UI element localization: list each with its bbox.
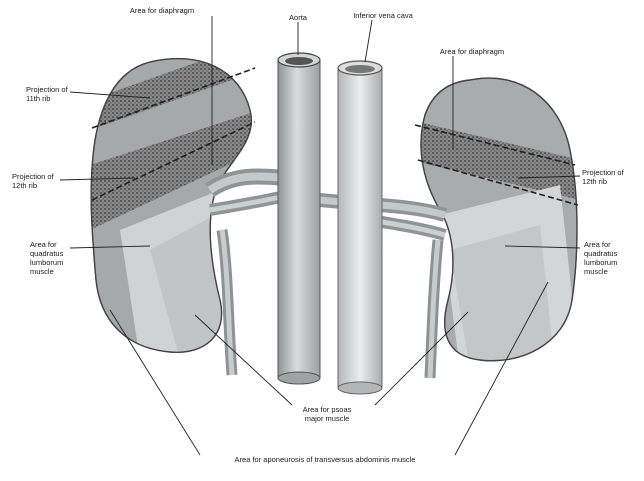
label-projection-12th-rib-right: Projection of 12th rib <box>582 168 624 186</box>
label-transversus-abdominis: Area for aponeurosis of transversus abdo… <box>160 455 490 464</box>
label-line: Area for <box>584 240 617 249</box>
renal-vessels <box>210 176 445 235</box>
label-line: Area for psoas <box>282 405 372 414</box>
label-line: Projection of <box>26 85 68 94</box>
label-quadratus-lumborum-left: Area for quadratus lumborum muscle <box>30 240 63 276</box>
inferior-vena-cava <box>338 61 382 394</box>
label-projection-12th-rib-left: Projection of 12th rib <box>12 172 54 190</box>
label-line: muscle <box>30 267 63 276</box>
label-line: quadratus <box>30 249 63 258</box>
label-inferior-vena-cava: Inferior vena cava <box>340 11 426 20</box>
label-line: muscle <box>584 267 617 276</box>
label-aorta: Aorta <box>270 13 326 22</box>
label-quadratus-lumborum-right: Area for quadratus lumborum muscle <box>584 240 617 276</box>
label-line: 12th rib <box>12 181 54 190</box>
label-area-diaphragm-right: Area for diaphragm <box>422 47 522 56</box>
label-line: lumborum <box>584 258 617 267</box>
label-line: quadratus <box>584 249 617 258</box>
label-line: Projection of <box>582 168 624 177</box>
label-line: major muscle <box>282 414 372 423</box>
label-line: Area for <box>30 240 63 249</box>
label-area-diaphragm-left: Area for diaphragm <box>112 6 212 15</box>
aorta <box>278 53 320 384</box>
label-line: 11th rib <box>26 94 68 103</box>
label-line: 12th rib <box>582 177 624 186</box>
label-line: lumborum <box>30 258 63 267</box>
label-line: Projection of <box>12 172 54 181</box>
label-projection-11th-rib-left: Projection of 11th rib <box>26 85 68 103</box>
label-psoas-major: Area for psoas major muscle <box>282 405 372 423</box>
